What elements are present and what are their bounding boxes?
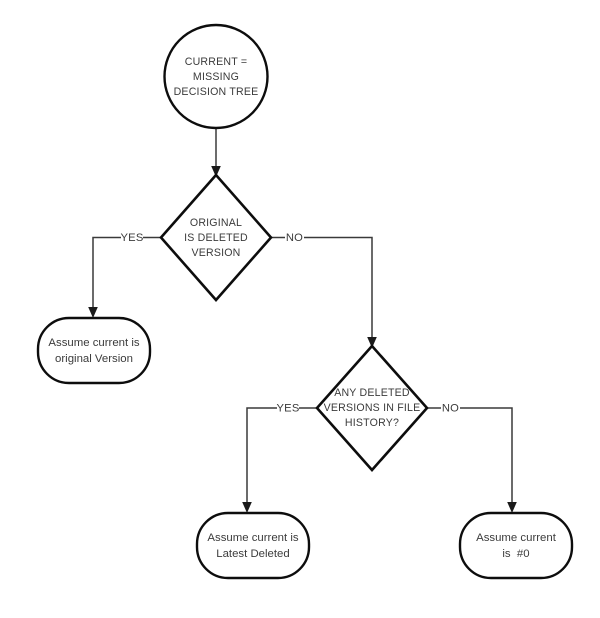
arrow-head-icon bbox=[242, 502, 252, 513]
edge-decision2-yes: YES bbox=[242, 402, 317, 513]
decision2-label-line3: HISTORY? bbox=[345, 417, 399, 429]
edge-line-segment-b bbox=[460, 407, 513, 506]
edge-line-segment-b bbox=[246, 407, 277, 506]
decision1-label-line2: IS DELETED bbox=[184, 232, 248, 244]
outcome-original-label-line1: Assume current is bbox=[48, 337, 139, 349]
edge-decision2-no: NO bbox=[427, 402, 517, 513]
outcome-latest-deleted-label-line1: Assume current is bbox=[207, 532, 298, 544]
node-outcome-assume-zero[interactable]: Assume current is #0 bbox=[458, 511, 574, 580]
edge-line-segment-b bbox=[92, 236, 121, 311]
outcome-latest-deleted-label-line2: Latest Deleted bbox=[216, 548, 289, 560]
outcome-zero-label-line2: is #0 bbox=[502, 548, 529, 560]
decision2-label-line2: VERSIONS IN FILE bbox=[324, 402, 421, 414]
outcome-original-shape bbox=[36, 316, 152, 385]
node-start[interactable]: CURRENT = MISSING DECISION TREE bbox=[163, 23, 269, 130]
arrow-head-icon bbox=[211, 166, 221, 177]
decision1-label-line1: ORIGINAL bbox=[190, 217, 242, 229]
node-decision-original-is-deleted-version[interactable]: ORIGINAL IS DELETED VERSION bbox=[159, 173, 273, 302]
decision1-label-line3: VERSION bbox=[191, 247, 240, 259]
outcome-original-label-line2: original Version bbox=[55, 353, 133, 365]
outcome-latest-deleted-shape bbox=[195, 511, 311, 580]
arrow-head-icon bbox=[367, 337, 377, 348]
start-label-line3: DECISION TREE bbox=[174, 86, 259, 98]
decision1-diamond-shape bbox=[159, 173, 273, 302]
start-label-line1: CURRENT = bbox=[185, 56, 248, 68]
start-label-line2: MISSING bbox=[193, 71, 239, 83]
edge-label-decision2-yes: YES bbox=[277, 402, 300, 414]
edge-line-segment-b bbox=[304, 236, 373, 341]
node-outcome-assume-original-version[interactable]: Assume current is original Version bbox=[36, 316, 152, 385]
node-outcome-assume-latest-deleted[interactable]: Assume current is Latest Deleted bbox=[195, 511, 311, 580]
start-circle-shape bbox=[163, 23, 269, 130]
node-decision-any-deleted-versions-in-file-history[interactable]: ANY DELETED VERSIONS IN FILE HISTORY? bbox=[315, 344, 429, 472]
edge-start-to-decision1 bbox=[211, 128, 221, 177]
decision2-diamond-shape bbox=[315, 344, 429, 472]
arrow-head-icon bbox=[88, 307, 98, 318]
edge-label-decision1-yes: YES bbox=[121, 232, 144, 244]
outcome-zero-label-line1: Assume current bbox=[476, 532, 557, 544]
arrow-head-icon bbox=[507, 502, 517, 513]
edge-label-decision1-no: NO bbox=[286, 232, 303, 244]
edge-label-decision2-no: NO bbox=[442, 402, 459, 414]
outcome-zero-shape bbox=[458, 511, 574, 580]
decision2-label-line1: ANY DELETED bbox=[334, 387, 410, 399]
edge-decision1-no: NO bbox=[271, 232, 377, 348]
edge-decision1-yes: YES bbox=[88, 232, 161, 318]
